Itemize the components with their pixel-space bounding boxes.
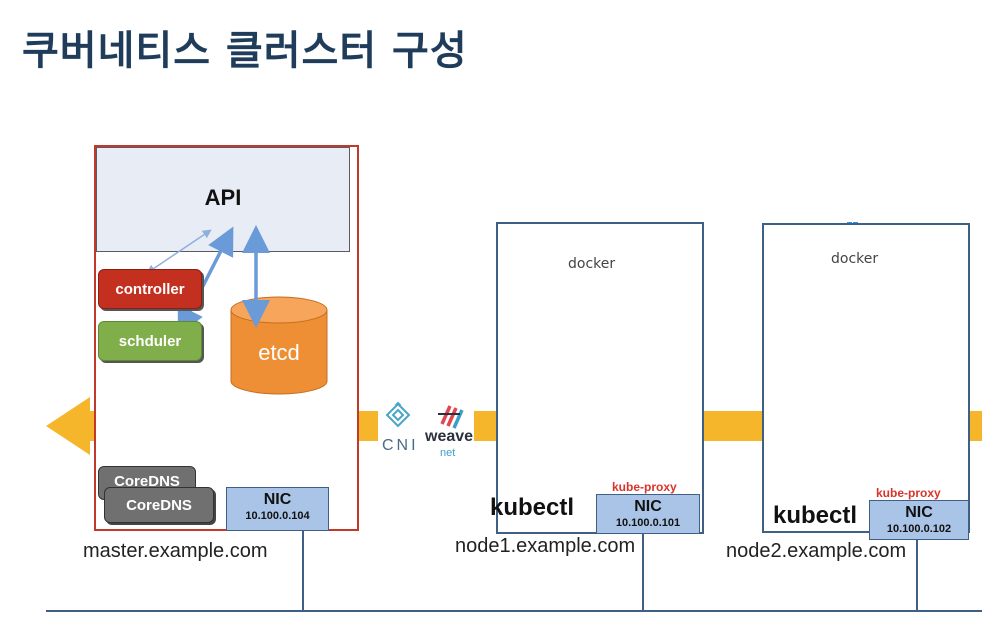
node2-box [762, 223, 970, 533]
node2-kube-proxy-label: kube-proxy [876, 486, 941, 500]
etcd-label: etcd [258, 340, 300, 365]
scheduler-component: schduler [98, 321, 202, 361]
node2-kubectl-label: kubectl [773, 502, 858, 529]
weave-net-label: net [440, 447, 456, 459]
controller-component: controller [98, 269, 202, 309]
master-nic-label: NIC [263, 491, 292, 508]
api-server-label: API [204, 185, 242, 210]
master-nic: NIC 10.100.0.104 [226, 487, 329, 531]
node2-nic: NIC 10.100.0.102 [869, 500, 969, 540]
node1-nic: NIC 10.100.0.101 [596, 494, 700, 534]
node2-hostname: node2.example.com [726, 540, 907, 562]
node2-nic-label: NIC [905, 504, 933, 521]
node1-kube-proxy-label: kube-proxy [612, 480, 677, 494]
node1-docker-label: docker [568, 256, 616, 272]
coredns-component-front: CoreDNS [104, 487, 214, 523]
node1-nic-label: NIC [634, 498, 662, 515]
node1-hostname: node1.example.com [455, 535, 636, 557]
master-hostname: master.example.com [83, 540, 268, 562]
page-title: 쿠버네티스 클러스터 구성 [22, 28, 468, 74]
scheduler-api-arrow [177, 226, 234, 336]
controller-api-arrow [146, 229, 212, 274]
master-nic-ip: 10.100.0.104 [245, 510, 310, 522]
node2-nic-ip: 10.100.0.102 [886, 523, 952, 535]
network-arrow-head [46, 397, 90, 455]
weave-label: weave [425, 428, 474, 445]
node2-docker-label: docker [831, 251, 879, 267]
node1-kubectl-label: kubectl [490, 494, 575, 521]
node1-box [496, 222, 704, 534]
node1-nic-ip: 10.100.0.101 [615, 517, 681, 529]
cni-label: CNI [382, 437, 419, 454]
